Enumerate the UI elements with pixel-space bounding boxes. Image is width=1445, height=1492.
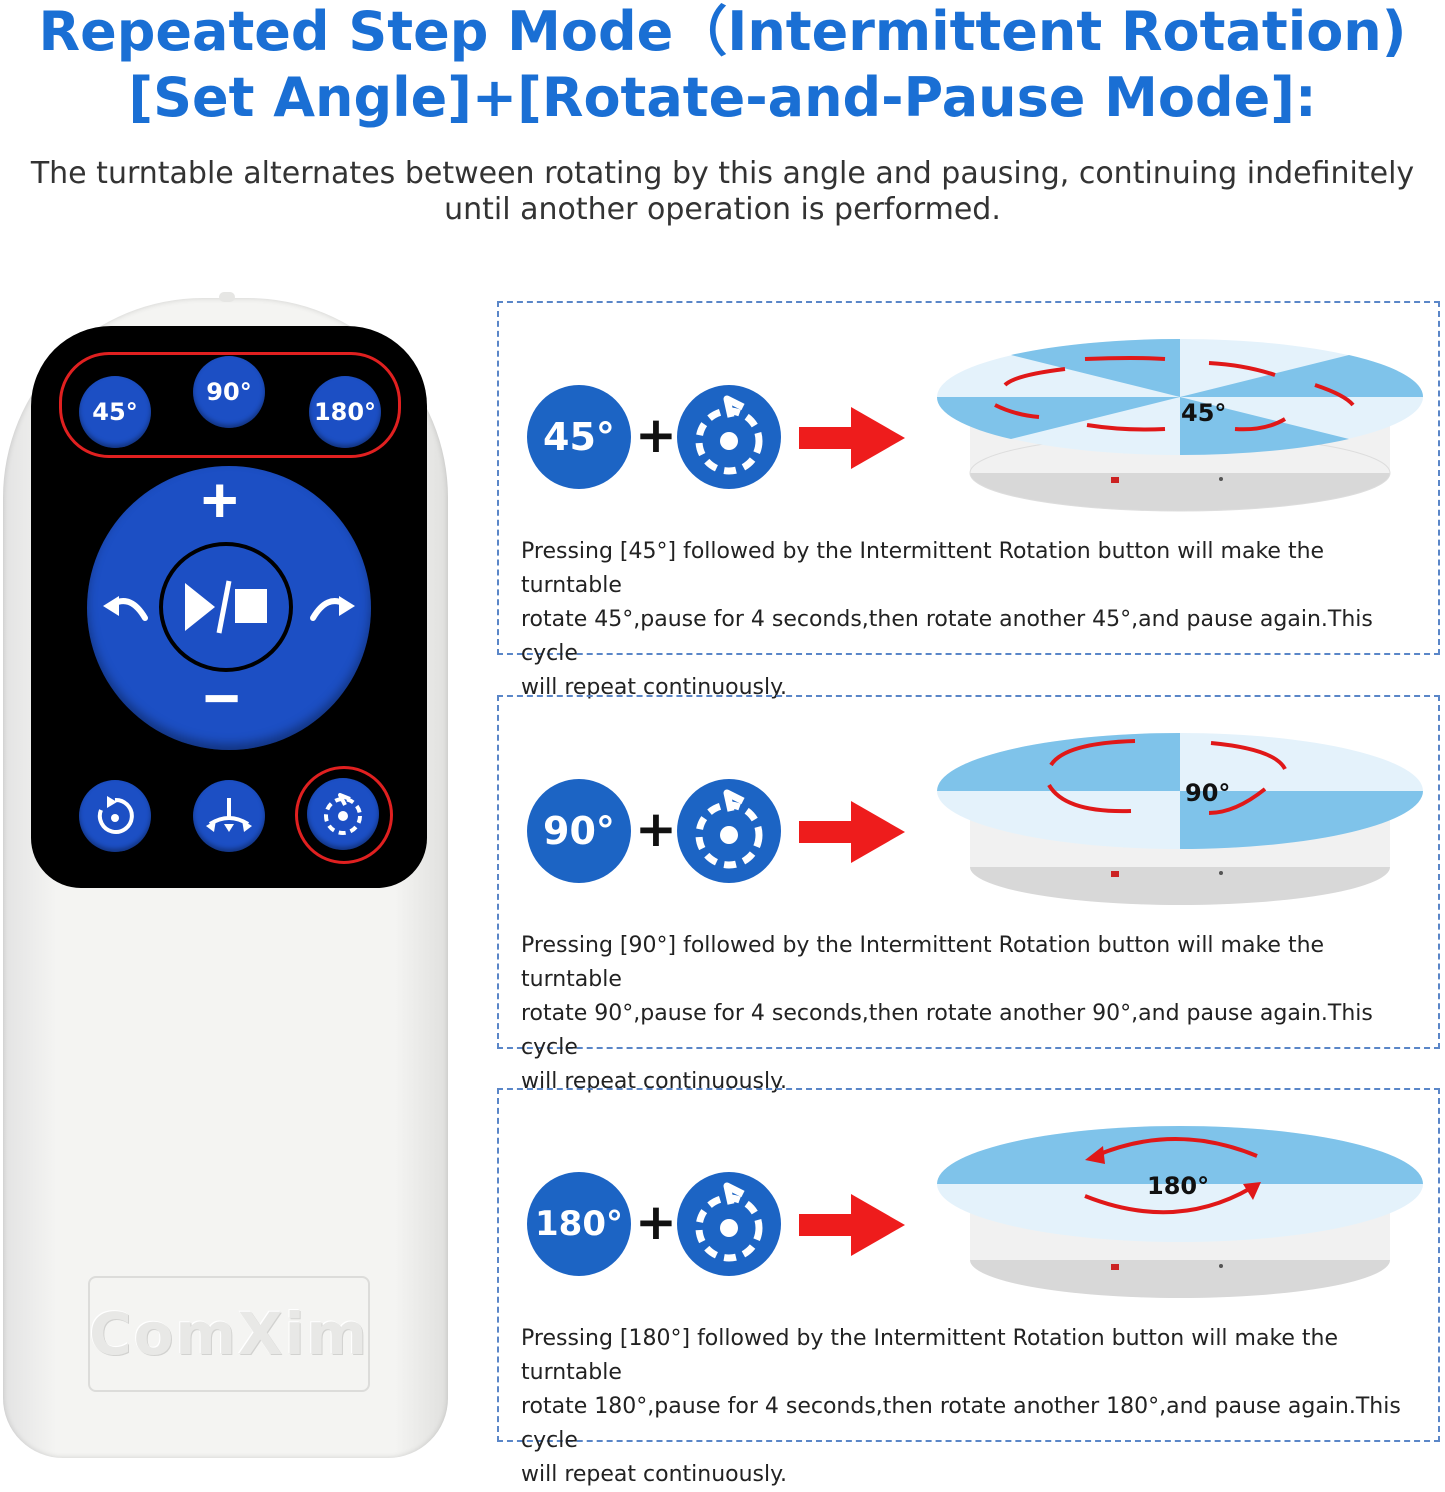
reset-icon [206, 798, 252, 832]
description-line-1: Pressing [180°] followed by the Intermit… [521, 1326, 1339, 1385]
angle-buttons-highlight [59, 352, 401, 458]
arrow-right-icon [799, 407, 905, 469]
description-line-2: rotate 180°,pause for 4 seconds,then rot… [521, 1394, 1401, 1453]
intro-line-1: The turntable alternates between rotatin… [30, 156, 1415, 191]
page-title: Repeated Step Mode（Intermittent Rotation… [38, 0, 1407, 63]
angle-badge: 45° [527, 385, 631, 489]
page-subtitle-heading: [Set Angle]+[Rotate-and-Pause Mode]: [128, 66, 1317, 129]
arrow-right-icon [799, 1194, 905, 1256]
button-45[interactable]: 45° [79, 376, 151, 448]
intermittent-button-highlight [295, 766, 393, 864]
angle-badge: 180° [527, 1172, 631, 1276]
intermittent-rotation-icon [324, 793, 362, 835]
arrow-right-icon [799, 801, 905, 863]
turntable-180-illustration: 180° [937, 1126, 1423, 1298]
plus-sign: + [635, 1193, 677, 1251]
remote-keypad: 45° 90° 180° + − [31, 326, 427, 888]
description-line-1: Pressing [45°] followed by the Intermitt… [521, 539, 1325, 598]
continuous-rotate-icon [97, 796, 134, 834]
intermittent-rotation-icon [677, 779, 781, 883]
button-90[interactable]: 90° [193, 356, 265, 428]
intro-text: The turntable alternates between rotatin… [30, 156, 1415, 228]
speed-up-button[interactable]: + [201, 464, 239, 536]
step-panel-45: 45° + 45° Pressing [45°] followed by the… [497, 301, 1440, 700]
intermittent-rotation-icon [677, 1172, 781, 1276]
step-description: Pressing [45°] followed by the Intermitt… [521, 535, 1431, 705]
step-panel-180: 180° + 180° Pressing [180°] followed by … [497, 1088, 1440, 1487]
turntable-angle-label: 45° [1181, 399, 1226, 427]
continuous-rotate-button[interactable] [79, 780, 151, 852]
step-panel-90: 90° + 90° Pressing [90°] followed by the… [497, 695, 1440, 1094]
reset-button[interactable] [193, 780, 265, 852]
remote-control: 45° 90° 180° + − [3, 292, 448, 1458]
rotate-left-icon[interactable] [101, 584, 151, 624]
turntable-90-illustration: 90° [937, 733, 1423, 905]
brand-logo: ComXim [88, 1276, 370, 1392]
speed-down-button[interactable]: − [203, 662, 241, 734]
description-line-2: rotate 45°,pause for 4 seconds,then rota… [521, 607, 1373, 666]
direction-pad: + − [87, 466, 371, 750]
intermittent-rotation-button[interactable] [307, 778, 379, 850]
remote-top-nub [219, 292, 235, 302]
intro-line-2: until another operation is performed. [444, 192, 1001, 227]
angle-badge: 90° [527, 779, 631, 883]
intermittent-rotation-icon [677, 385, 781, 489]
description-line-1: Pressing [90°] followed by the Intermitt… [521, 933, 1325, 992]
play-stop-button[interactable] [159, 542, 293, 672]
description-line-3: will repeat continuously. [521, 1462, 787, 1487]
plus-sign: + [635, 406, 677, 464]
button-180[interactable]: 180° [309, 376, 381, 448]
plus-sign: + [635, 800, 677, 858]
turntable-angle-label: 180° [1147, 1172, 1209, 1200]
description-line-2: rotate 90°,pause for 4 seconds,then rota… [521, 1001, 1373, 1060]
turntable-45-illustration: 45° [936, 338, 1424, 512]
step-description: Pressing [180°] followed by the Intermit… [521, 1322, 1431, 1492]
rotate-right-icon[interactable] [307, 584, 357, 624]
play-stop-icon [185, 580, 267, 634]
step-description: Pressing [90°] followed by the Intermitt… [521, 929, 1431, 1099]
turntable-angle-label: 90° [1185, 779, 1230, 807]
